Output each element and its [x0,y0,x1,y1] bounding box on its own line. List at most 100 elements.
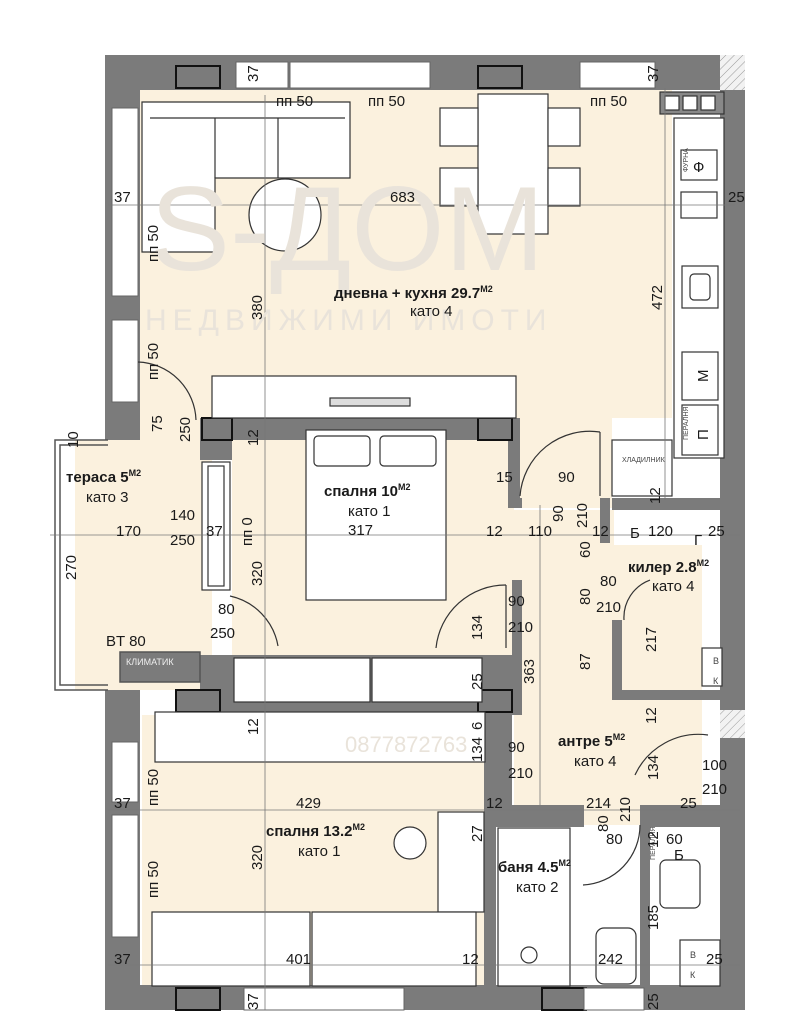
dim-label: 80 [600,573,617,590]
dim-label: 25 [728,189,745,206]
dim-label: 134 [645,755,662,780]
label-furna: ФУРНА [683,148,690,172]
dim-label: 12 [486,523,503,540]
room-bedroom1-name: спалня 10M2 [324,482,410,500]
dim-label: 472 [649,285,666,310]
dim-label: 134 [469,737,486,762]
dim-label: 90 [558,469,575,486]
dimension-labels: 37 пп 50 пп 50 пп 50 37 37 683 25 пп 50 … [63,65,745,1010]
dim-label: 217 [643,627,660,652]
room-bedroom1-extra: 317 [348,522,373,539]
label-k2: К [690,970,696,980]
windows [111,61,656,1011]
dim-label: 134 [469,615,486,640]
label-v1: В [713,656,719,666]
bedroom2-furniture [151,811,485,987]
dim-label: 80 [577,588,594,605]
dim-label: 25 [708,523,725,540]
dim-label: 401 [286,951,311,968]
dim-label: 110 [528,523,552,540]
room-bath-floor: като 2 [516,879,558,896]
dim-label: пп 50 [145,343,162,380]
dim-label: пп 0 [239,517,256,546]
dim-label: 12 [245,718,262,735]
dim-label: 683 [390,189,415,206]
dim-label: 210 [596,599,621,616]
doors [137,361,709,886]
dim-label: 25 [645,993,662,1010]
terrace-railing [54,439,201,691]
dim-label: 210 [574,503,591,528]
room-labels: дневна + кухня 29.7M2 като 4 тераса 5M2 … [66,284,709,896]
dim-label: 80 [606,831,623,848]
dim-label: 250 [170,532,195,549]
dim-label: 363 [521,659,538,684]
dim-label: 242 [598,951,623,968]
label-bt80: BT 80 [106,633,146,650]
dim-label: 270 [63,555,80,580]
dim-label: 25 [706,951,723,968]
dim-label: пп 50 [276,93,313,110]
dimension-lines [50,88,740,1010]
dim-label: 37 [206,523,223,540]
kitchen-counter [611,91,725,497]
dim-label: 90 [508,593,525,610]
dim-label: 210 [617,797,634,822]
dim-label: 12 [592,523,609,540]
dim-label: 210 [508,619,533,636]
dim-label: 75 [149,415,166,432]
dim-label: 170 [116,523,141,540]
label-klimatik: КЛИМАТИК [126,657,174,667]
columns [175,65,587,1011]
dim-label: 90 [508,739,525,756]
dim-label: 37 [245,993,262,1010]
dim-label: пп 50 [145,861,162,898]
dim-label: 429 [296,795,321,812]
dim-label: 80 [218,601,235,618]
watermark: S-ДОМ НЕДВИЖИМИ ИМОТИ 0877872763 [145,162,553,757]
label-g: Г [694,532,702,549]
label-f: Ф [693,159,704,176]
dim-label: 15 [496,469,513,486]
bathroom-fixtures [497,647,723,987]
bed-bedroom1 [201,429,447,601]
room-bedroom2-floor: като 1 [298,843,340,860]
dim-label: 140 [170,507,195,524]
dim-label: 210 [702,781,727,798]
dim-label: 87 [577,653,594,670]
hatched-walls [720,55,745,738]
dim-label: 320 [249,561,266,586]
label-peralnia: ПЕРАЛНЯ [683,407,690,440]
dim-label: 12 [245,429,262,446]
wardrobe [154,657,486,763]
dim-label: 120 [648,523,673,540]
label-v2: В [690,950,696,960]
room-living-name: дневна + кухня 29.7M2 [334,284,493,302]
dim-label: пп 50 [368,93,405,110]
dim-label: 80 [595,815,612,832]
dim-label: 37 [114,189,131,206]
dim-label: 250 [210,625,235,642]
dim-label: 380 [249,295,266,320]
dim-label: 90 [550,505,567,522]
room-bedroom1-floor: като 1 [348,503,390,520]
room-closet-floor: като 4 [652,578,694,595]
label-m: M [695,370,712,383]
dim-label: 10 [65,431,82,448]
dim-label: 185 [645,905,662,930]
room-terrace-name: тераса 5M2 [66,468,141,486]
room-hall-floor: като 4 [574,753,616,770]
label-hladilnik: ХЛАДИЛНИК [622,457,666,464]
label-peralnia2: ПЕРАЛНЯ [650,827,657,860]
watermark-subtitle: НЕДВИЖИМИ ИМОТИ [145,304,553,337]
label-b1: Б [630,525,640,542]
dim-label: 37 [114,951,131,968]
dim-label: 210 [508,765,533,782]
dim-label: 12 [486,795,503,812]
dim-label: 25 [680,795,697,812]
dim-label: пп 50 [145,225,162,262]
dim-label: 60 [666,831,683,848]
dim-label: 250 [177,417,194,442]
tv-console [211,375,517,419]
